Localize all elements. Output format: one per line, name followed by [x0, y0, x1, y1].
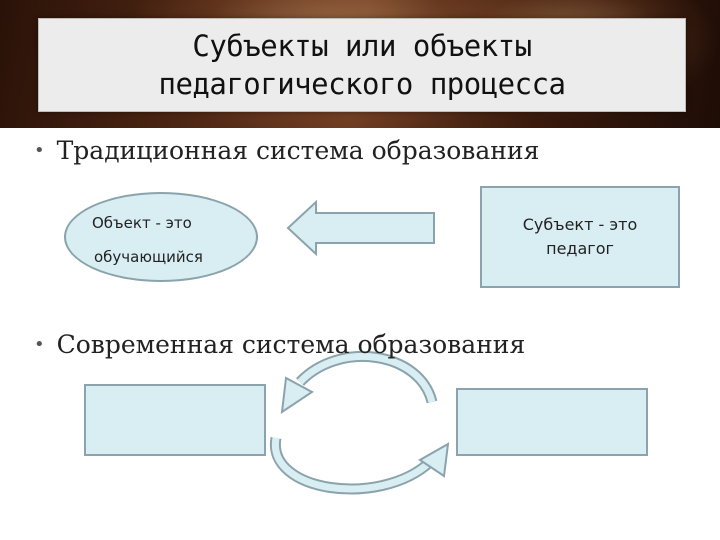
slide-title-line-2: педагогического процесса: [158, 67, 566, 101]
object-label-line-1: Объект - это: [92, 214, 192, 232]
object-label-line-2: обучающийся: [94, 248, 203, 266]
cycle-arrows-icon: [270, 350, 450, 495]
bullet-dot-icon: •: [34, 140, 45, 161]
modern-right-box: [456, 388, 648, 456]
bullet-modern: • Современная система образования: [34, 330, 525, 359]
subject-label-line-2: педагог: [546, 239, 614, 258]
subject-box: Субъект - это педагог: [480, 186, 680, 288]
bullet-dot-icon: •: [34, 334, 45, 355]
left-arrow-icon: [286, 199, 435, 257]
slide-title-line-1: Субъекты или объекты: [192, 29, 532, 63]
modern-left-box: [84, 384, 266, 456]
subject-label-line-1: Субъект - это: [522, 215, 638, 234]
cycle-arrow-top-head: [280, 376, 314, 415]
bullet-text: Традиционная система образования: [56, 136, 540, 165]
bullet-traditional: • Традиционная система образования: [34, 136, 539, 165]
slide-title-box: Субъекты или объекты педагогического про…: [38, 18, 686, 112]
object-ellipse: Объект - это обучающийся: [64, 192, 258, 282]
cycle-arrow-bottom-head: [418, 442, 450, 478]
bullet-text: Современная система образования: [56, 330, 526, 359]
